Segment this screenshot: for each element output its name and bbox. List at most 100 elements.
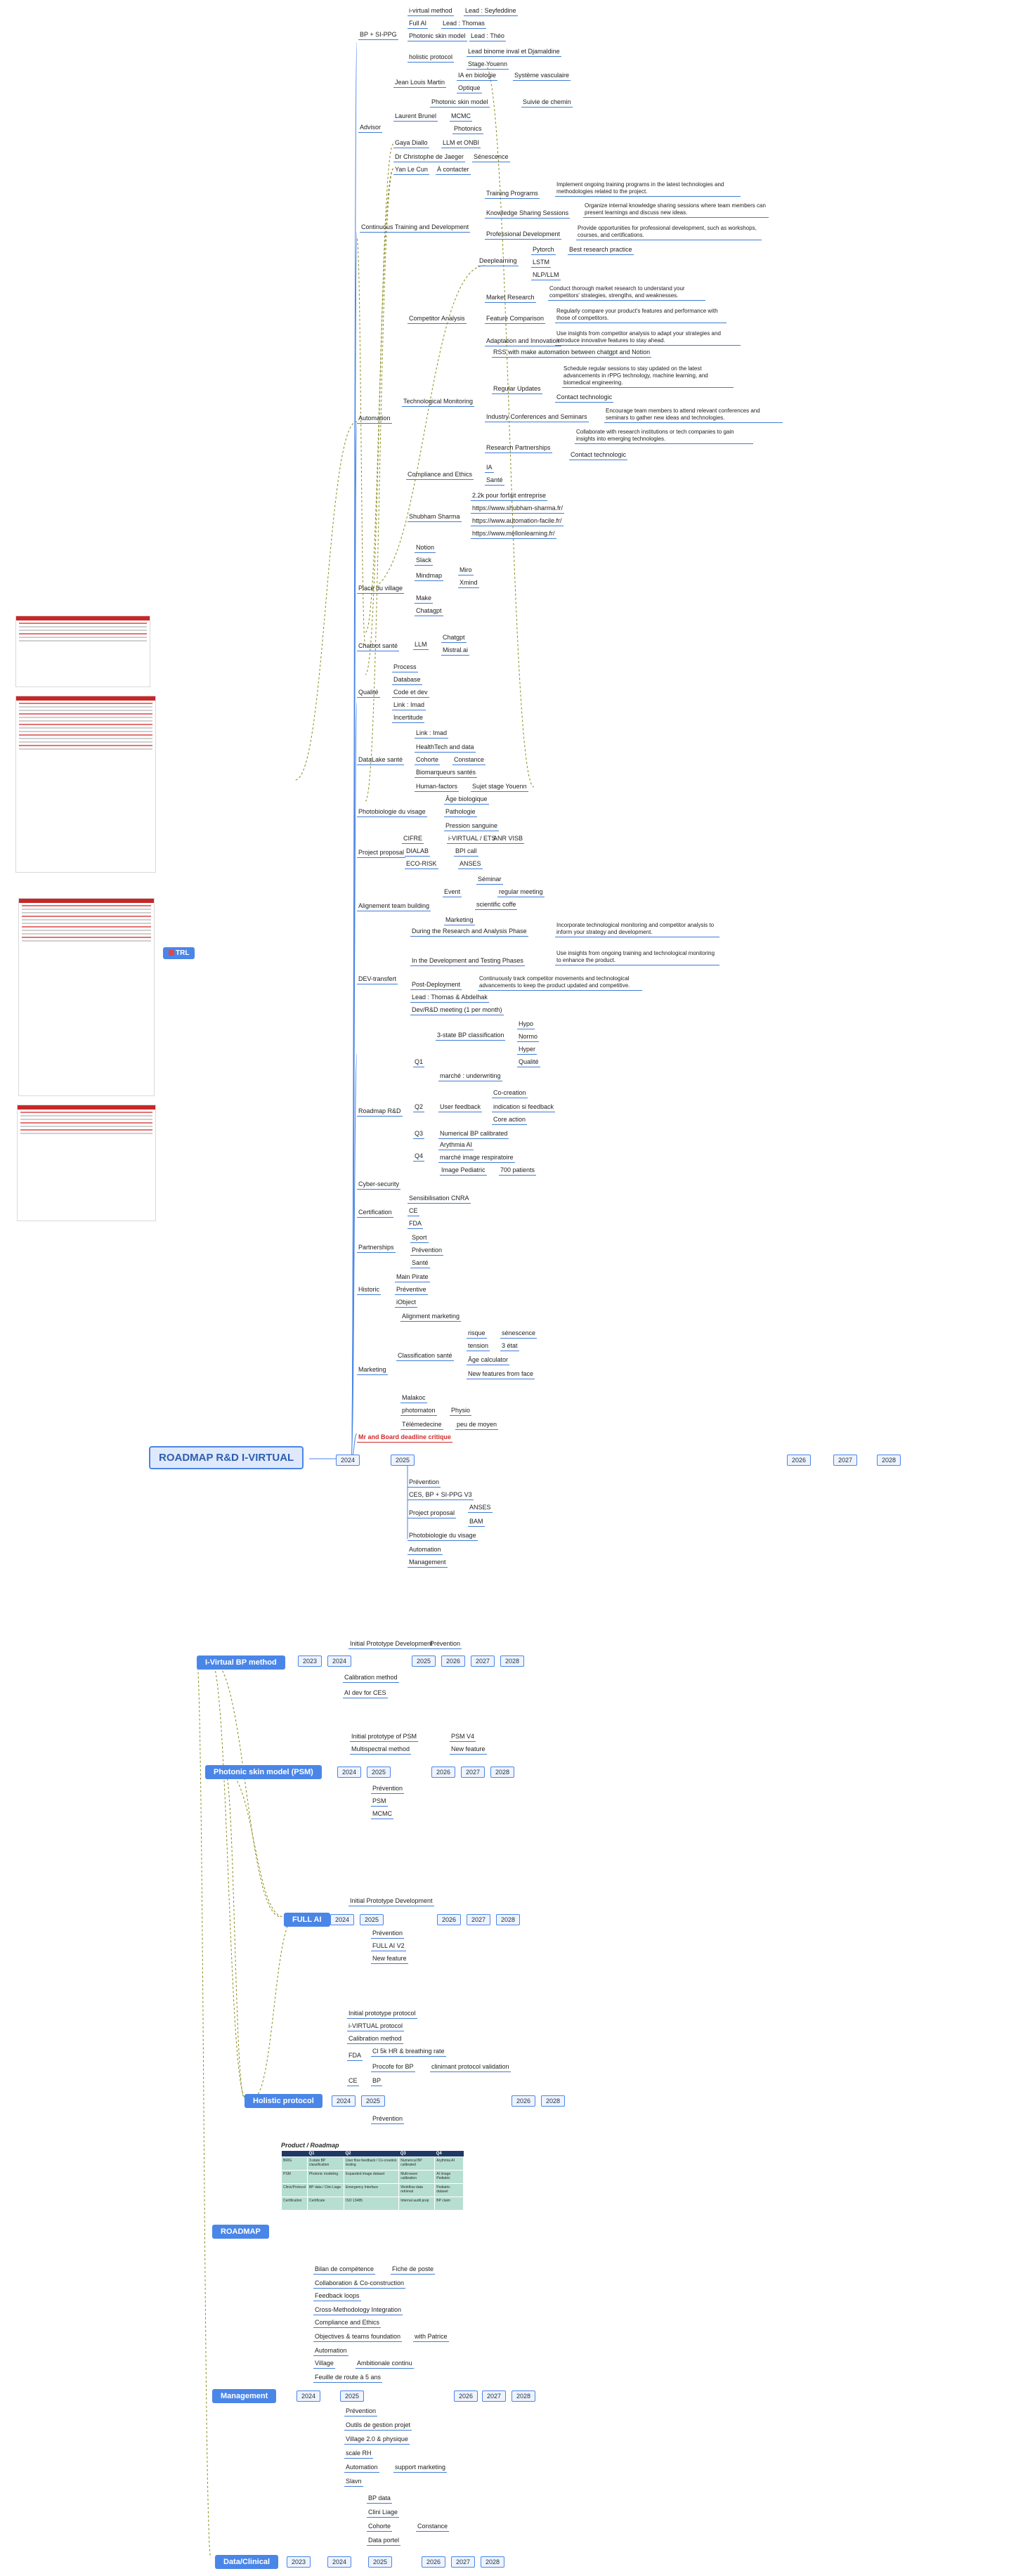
tree-node[interactable]: Deeplearning bbox=[478, 257, 519, 266]
tree-node[interactable]: Photonics bbox=[452, 125, 483, 134]
tree-node[interactable]: Schedule regular sessions to stay update… bbox=[562, 365, 734, 388]
section-year[interactable]: 2027 bbox=[461, 1767, 486, 1778]
tree-node[interactable]: Shubham Sharma bbox=[408, 513, 462, 522]
section-year[interactable]: 2024 bbox=[332, 2095, 356, 2107]
tree-node[interactable]: Q1 bbox=[413, 1058, 425, 1067]
section-item[interactable]: PSM V4 bbox=[450, 1733, 476, 1742]
tree-node[interactable]: risque bbox=[467, 1329, 487, 1339]
timeline-year[interactable]: 2025 bbox=[391, 1455, 415, 1466]
section-item[interactable]: AI dev for CES bbox=[343, 1689, 388, 1698]
section-item[interactable]: Calibration method bbox=[347, 2035, 403, 2044]
section-item[interactable]: Collaboration & Co-construction bbox=[313, 2279, 406, 2289]
tree-node[interactable]: photomaton bbox=[400, 1407, 437, 1416]
tree-node[interactable]: Marketing bbox=[444, 916, 475, 925]
tree-node[interactable]: Implement ongoing training programs in t… bbox=[555, 181, 741, 197]
tree-node[interactable]: Chatbot santé bbox=[357, 642, 400, 651]
tree-node[interactable]: Jean Louis Martin bbox=[393, 79, 447, 88]
section-year[interactable]: 2027 bbox=[471, 1655, 495, 1667]
section-year[interactable]: 2024 bbox=[337, 1767, 362, 1778]
section-year[interactable]: 2028 bbox=[541, 2095, 566, 2107]
tree-node[interactable]: Dr Christophe de Jaeger bbox=[393, 153, 466, 162]
tree-node[interactable]: RSS with make automation between chatgpt… bbox=[492, 349, 652, 358]
tree-node[interactable]: Chatagpt bbox=[415, 607, 443, 616]
section-topic[interactable]: Data/Clinical bbox=[215, 2555, 279, 2569]
section-item[interactable]: with Patrice bbox=[413, 2333, 449, 2342]
section-item[interactable]: Village 2.0 & physique bbox=[344, 2435, 410, 2445]
tree-node[interactable]: Chatgpt bbox=[441, 634, 467, 643]
tree-node[interactable]: Biomarqueurs santés bbox=[415, 769, 478, 778]
tree-node[interactable]: BP + SI-PPG bbox=[358, 31, 398, 40]
tree-node[interactable]: Provide opportunities for professional d… bbox=[576, 225, 762, 240]
section-item[interactable]: New feature bbox=[371, 1955, 408, 1964]
section-item[interactable]: New feature bbox=[450, 1745, 487, 1755]
section-item[interactable]: Automation bbox=[313, 2347, 348, 2356]
tree-node[interactable]: LLM bbox=[413, 641, 429, 650]
tree-node[interactable]: https://www.automation-facile.fr/ bbox=[471, 517, 563, 526]
tree-node[interactable]: Historic bbox=[357, 1286, 382, 1295]
section-topic[interactable]: Holistic protocol bbox=[245, 2094, 322, 2108]
section-year[interactable]: 2026 bbox=[441, 1655, 466, 1667]
section-item[interactable]: scale RH bbox=[344, 2450, 373, 2459]
tree-node[interactable]: Laurent Brunel bbox=[393, 112, 438, 122]
section-year[interactable]: 2028 bbox=[496, 1914, 521, 1925]
tree-node[interactable]: Système vasculaire bbox=[513, 72, 571, 81]
tree-node[interactable]: 3-state BP classification bbox=[436, 1032, 506, 1041]
timeline-year[interactable]: 2027 bbox=[833, 1455, 858, 1466]
tree-node[interactable]: Technological Monitoring bbox=[402, 398, 475, 407]
tree-node[interactable]: Mindmap bbox=[415, 572, 444, 581]
section-item[interactable]: Procofe for BP bbox=[371, 2063, 415, 2072]
section-year[interactable]: 2026 bbox=[422, 2556, 446, 2568]
timeline-year[interactable]: 2026 bbox=[787, 1455, 812, 1466]
tree-node[interactable]: Management bbox=[408, 1559, 448, 1568]
tree-node[interactable]: Arythmia AI bbox=[438, 1141, 474, 1150]
tree-node[interactable]: Contact technologic bbox=[555, 393, 614, 403]
tree-node[interactable]: sénescence bbox=[500, 1329, 537, 1339]
tree-node[interactable]: Contact technologic bbox=[569, 451, 628, 460]
section-topic[interactable]: Management bbox=[212, 2389, 277, 2403]
tree-node[interactable]: Automation bbox=[408, 1546, 443, 1555]
section-year[interactable]: 2024 bbox=[327, 2556, 352, 2568]
section-item[interactable]: Ambitionale continu bbox=[356, 2360, 414, 2369]
section-year[interactable]: 2026 bbox=[511, 2095, 536, 2107]
tree-node[interactable]: Q4 bbox=[413, 1152, 425, 1162]
section-item[interactable]: BP data bbox=[367, 2494, 392, 2504]
tree-node[interactable]: Télémedecine bbox=[400, 1421, 443, 1430]
tree-node[interactable]: CES, BP + SI-PPG V3 bbox=[408, 1491, 474, 1500]
section-item[interactable]: Bilan de compétence bbox=[313, 2265, 376, 2275]
tree-node[interactable]: Qualité bbox=[357, 689, 380, 698]
tree-node[interactable]: Partnerships bbox=[357, 1244, 396, 1253]
tree-node[interactable]: Co-creation bbox=[492, 1089, 528, 1098]
tree-node[interactable]: LLM et ONBI bbox=[441, 139, 481, 148]
tree-node[interactable]: Notion bbox=[415, 544, 436, 553]
tree-node[interactable]: In the Development and Testing Phases bbox=[410, 957, 525, 966]
section-year[interactable]: 2028 bbox=[511, 2390, 536, 2402]
tree-node[interactable]: During the Research and Analysis Phase bbox=[410, 928, 528, 937]
tree-node[interactable]: Hypo bbox=[517, 1020, 535, 1029]
tree-node[interactable]: Process bbox=[392, 663, 418, 672]
section-item[interactable]: FULL AI V2 bbox=[371, 1942, 406, 1951]
tree-node[interactable]: tension bbox=[467, 1342, 490, 1351]
tree-node[interactable]: Advisor bbox=[358, 124, 383, 133]
tree-node[interactable]: i-virtual method bbox=[408, 7, 454, 16]
section-item[interactable]: Cohorte bbox=[367, 2523, 393, 2532]
section-year[interactable]: 2027 bbox=[482, 2390, 507, 2402]
tree-node[interactable]: Use insights from ongoing training and t… bbox=[555, 950, 719, 965]
tree-node[interactable]: Best research practice bbox=[568, 246, 634, 255]
section-year[interactable]: 2024 bbox=[330, 1914, 355, 1925]
tree-node[interactable]: Suivie de chemin bbox=[521, 98, 573, 108]
root-topic[interactable]: ROADMAP R&D I-VIRTUAL bbox=[149, 1446, 304, 1469]
tree-node[interactable]: Roadmap R&D bbox=[357, 1107, 403, 1117]
tree-node[interactable]: Mr and Board deadline critique bbox=[357, 1433, 453, 1443]
tree-node[interactable]: Sport bbox=[410, 1234, 429, 1243]
tree-node[interactable]: Post-Deployment bbox=[410, 981, 462, 990]
tree-node[interactable]: Photobiologie du visage bbox=[408, 1532, 478, 1541]
section-year[interactable]: 2023 bbox=[287, 2556, 311, 2568]
tree-node[interactable]: Automation bbox=[357, 415, 392, 424]
section-item[interactable]: Prévention bbox=[371, 1785, 405, 1794]
tree-node[interactable]: Dev/R&D meeting (1 per month) bbox=[410, 1006, 504, 1015]
section-item[interactable]: Prévention bbox=[429, 1640, 462, 1649]
tree-node[interactable]: New features from face bbox=[467, 1370, 535, 1379]
tree-node[interactable]: Gaya Diallo bbox=[393, 139, 429, 148]
tree-node[interactable]: Human-factors bbox=[415, 783, 460, 792]
tree-node[interactable]: Incorporate technological monitoring and… bbox=[555, 922, 719, 937]
